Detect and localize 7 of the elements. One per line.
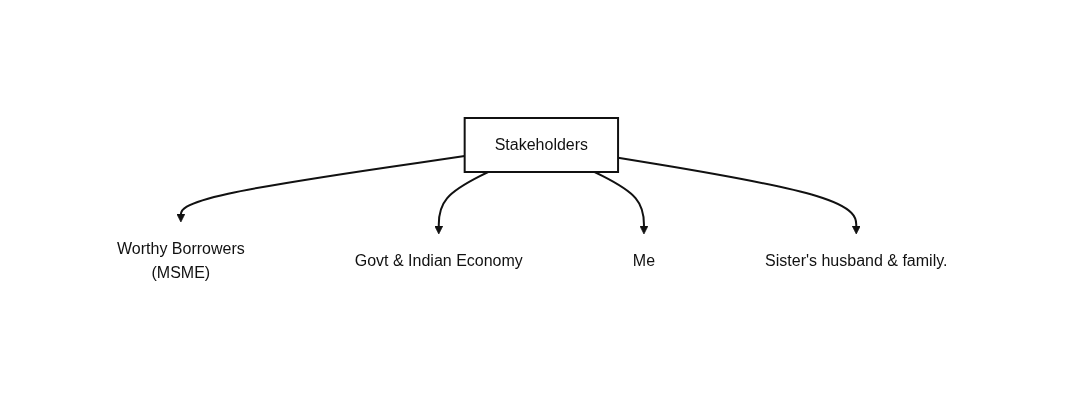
node-text: Govt & Indian Economy <box>355 251 524 269</box>
node-box: Stakeholders <box>463 116 620 173</box>
node-text: Worthy Borrowers (MSME) <box>117 239 245 281</box>
node-text: Me <box>633 251 656 269</box>
arrow <box>434 170 490 234</box>
arrow <box>593 170 649 234</box>
node-text: Sister's husband & family. <box>765 251 948 269</box>
